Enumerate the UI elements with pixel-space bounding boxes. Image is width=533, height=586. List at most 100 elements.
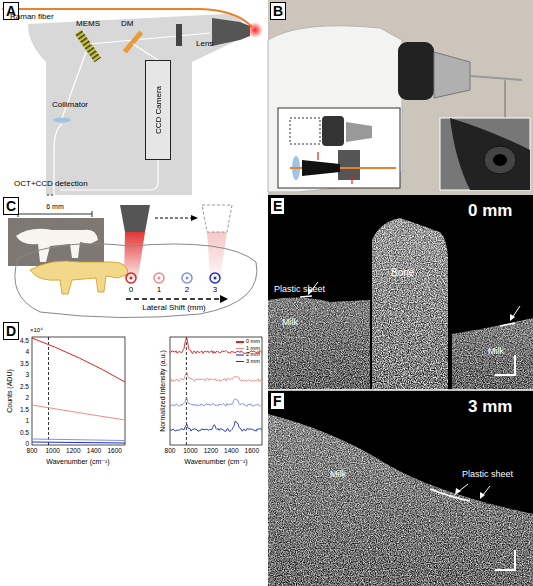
legend-text: 3 mm: [246, 359, 260, 365]
shift-schematic-part: [191, 215, 198, 221]
legend-swatch: [236, 348, 244, 350]
spectra-plots-part: [170, 337, 262, 445]
spectrum-trace: [170, 421, 262, 431]
spectra-plots-part: [32, 405, 125, 420]
oct-image-0mm-part: [452, 318, 533, 390]
probe-schematic-part: [75, 30, 101, 62]
device-photo-part: [268, 26, 402, 193]
oct-image-0mm-part: [372, 218, 448, 390]
text-label: 1600: [245, 448, 259, 455]
panel-letter: E: [270, 197, 285, 215]
text-label: Milk: [330, 470, 346, 479]
text-label: Collimator: [52, 101, 88, 109]
probe-schematic-part: [90, 33, 210, 44]
oct-image-0mm-part: [300, 296, 312, 297]
panel-letter: C: [3, 197, 19, 215]
device-photo-part: [493, 154, 507, 166]
oct-image-0mm-part: [268, 297, 370, 390]
device-photo-part: [470, 76, 522, 80]
text-label: Wavenumber (cm⁻¹): [46, 458, 109, 465]
shift-schematic-part: [220, 295, 228, 303]
probe-schematic-part: [28, 14, 243, 195]
spectra-plots: [32, 337, 262, 445]
probe-schematic-part: [133, 44, 158, 60]
shift-schematic-part: [15, 244, 257, 318]
device-photo-part: [338, 150, 360, 180]
text-label: 4: [25, 349, 29, 356]
spectra-plots-part: [32, 439, 125, 441]
text-label: 1200: [204, 448, 218, 455]
device-photo-part: [434, 52, 470, 98]
device-photo-part: [440, 118, 530, 190]
oct-image-0mm-part: [268, 195, 533, 390]
device-photo-part: [346, 122, 372, 142]
probe-schematic-part: [51, 194, 53, 196]
device-photo-part: [317, 152, 318, 160]
text-label: Plastic sheet: [274, 285, 325, 294]
panel-letter: D: [3, 322, 19, 340]
text-label: 1600: [107, 448, 121, 455]
text-label: 6 mm: [46, 203, 64, 210]
device-photo-part: [278, 108, 400, 188]
oct-image-3mm-part: [455, 488, 461, 495]
shift-schematic-part: [186, 277, 189, 280]
shift-schematic-part: [182, 273, 192, 283]
text-label: 2.5: [20, 384, 29, 391]
device-photo: [268, 0, 533, 195]
oct-image-3mm-part: [268, 414, 533, 586]
shift-schematic-part: [92, 211, 93, 217]
camera-box: CCD Camera: [145, 60, 171, 160]
oct-image-0mm-part: [510, 314, 515, 321]
shift-schematic-part: [155, 218, 193, 219]
text-label: Bone: [391, 268, 414, 278]
oct-image-3mm-part: [268, 389, 533, 391]
text-label: 2: [185, 286, 189, 294]
device-photo-part: [322, 116, 344, 146]
device-photo-part: [505, 80, 506, 118]
text-label: ×10⁴: [30, 327, 43, 333]
spectrum-trace: [170, 372, 262, 382]
text-label: 1000: [183, 448, 197, 455]
device-photo-part: [268, 0, 533, 195]
shift-schematic-part: [214, 277, 217, 280]
text-label: 1000: [45, 448, 59, 455]
legend-swatch: [236, 354, 244, 356]
spectrum-trace: [170, 398, 262, 406]
text-label: 1200: [66, 448, 80, 455]
probe-schematic-part: [212, 18, 250, 46]
oct-image-0mm-part: [500, 323, 515, 326]
device-photo-part: [290, 118, 320, 144]
shift-schematic-part: [207, 232, 227, 278]
shift-schematic-part: [154, 273, 164, 283]
spectra-plots-part: [32, 337, 125, 445]
spectra-plots-part: [186, 337, 187, 445]
spectra-plots-part: [32, 338, 125, 382]
legend-text: 0 mm: [246, 339, 260, 345]
text-label: 0: [129, 286, 133, 294]
oct-image-0mm-part: [268, 297, 370, 390]
text-label: Lens: [196, 40, 213, 48]
text-label: 1400: [224, 448, 238, 455]
text-label: 800: [27, 448, 38, 455]
shift-schematic-part: [30, 261, 128, 294]
text-label: 800: [165, 448, 176, 455]
text-label: 0 mm: [468, 202, 512, 219]
text-label: 3: [25, 372, 29, 379]
text-label: 2: [25, 395, 29, 402]
text-label: MEMS: [76, 20, 100, 28]
oct-image-3mm-part: [480, 492, 485, 499]
shift-schematic-part: [8, 218, 104, 266]
oct-image-0mm-part: [495, 355, 515, 375]
device-photo-part: [302, 160, 340, 176]
spectra-plots-part: [32, 442, 125, 443]
device-photo-part: [484, 146, 516, 174]
text-label: Lateral Shift (mm): [142, 304, 206, 312]
shift-schematic-part: [210, 273, 220, 283]
oct-image-0mm-part: [372, 218, 448, 390]
shift-schematic: [8, 205, 257, 318]
shift-schematic-part: [16, 229, 98, 262]
text-label: 4.5: [20, 338, 29, 345]
legend-swatch: [236, 341, 244, 343]
